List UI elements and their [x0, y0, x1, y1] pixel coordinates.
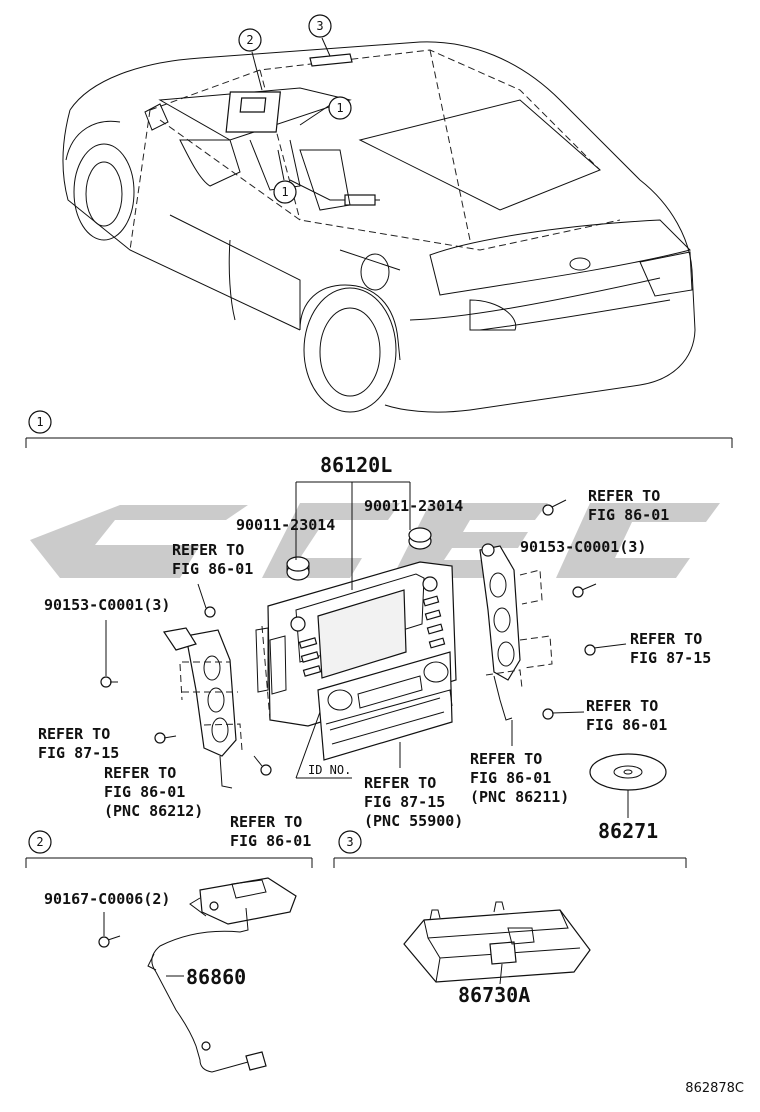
- head-unit-86120L[interactable]: [255, 561, 457, 761]
- screw-right[interactable]: [408, 527, 432, 550]
- bolt-right-8715[interactable]: [584, 643, 627, 656]
- refer-left-bottom-line3: (PNC 86212): [104, 802, 203, 820]
- disc-86271-label: 86271: [598, 819, 658, 843]
- car-callouts: 2 3 1 1: [238, 14, 352, 204]
- refer-right-mid-line1: REFER TO: [630, 630, 702, 648]
- callout-1-upper-label: 1: [336, 101, 343, 115]
- refer-left-top-line2: FIG 86-01: [172, 560, 253, 578]
- refer-right-top-line2: FIG 86-01: [588, 506, 669, 524]
- section-1-badge-label: 1: [36, 415, 43, 429]
- part-86860-label: 86860: [186, 965, 246, 989]
- section-3-badge-label: 3: [346, 835, 353, 849]
- bolt-left-8715[interactable]: [154, 732, 177, 744]
- refer-center-line2: FIG 87-15: [364, 793, 445, 811]
- bolt-left-bottom[interactable]: [253, 755, 272, 776]
- id-no-label: ID NO.: [308, 763, 351, 777]
- refer-bottom-small-line1: REFER TO: [230, 813, 302, 831]
- callout-3-label: 3: [316, 19, 323, 33]
- callout-2-label: 2: [246, 33, 253, 47]
- refer-right-mid-line2: FIG 87-15: [630, 649, 711, 667]
- section-3: 3 86730A: [333, 830, 687, 1007]
- bolt-left-c0001[interactable]: [100, 620, 118, 688]
- bolt-90167-label: 90167-C0006(2): [44, 890, 170, 908]
- part-86730A-label: 86730A: [458, 983, 530, 1007]
- bolt-right-8601[interactable]: [542, 708, 585, 720]
- refer-left-mid-line2: FIG 87-15: [38, 744, 119, 762]
- section-1-badge: [28, 410, 52, 434]
- bolt-top-right[interactable]: [542, 499, 567, 516]
- section-2: 2 90167-C0006(2) 86860: [25, 830, 313, 1073]
- refer-right-bottom-line1: REFER TO: [470, 750, 542, 768]
- refer-left-bottom-line1: REFER TO: [104, 764, 176, 782]
- refer-center-line3: (PNC 55900): [364, 812, 463, 830]
- screw-left-label: 90011-23014: [236, 516, 335, 534]
- refer-left-top-line1: REFER TO: [172, 541, 244, 559]
- bolt-left-label: 90153-C0001(3): [44, 596, 170, 614]
- refer-center-line1: REFER TO: [364, 774, 436, 792]
- part-86120L-label: 86120L: [320, 453, 392, 477]
- refer-bottom-small-line2: FIG 86-01: [230, 832, 311, 850]
- right-bracket[interactable]: [479, 543, 553, 721]
- section-1-labels: 86120L 90011-23014 90011-23014 REFER TO …: [38, 453, 711, 850]
- refer-right-top-line1: REFER TO: [588, 487, 660, 505]
- bolt-right-c0001[interactable]: [572, 583, 597, 598]
- left-bracket[interactable]: [162, 627, 243, 789]
- refer-right-bottom-line2: FIG 86-01: [470, 769, 551, 787]
- refer-left-mid-line1: REFER TO: [38, 725, 110, 743]
- bolt-left-top[interactable]: [197, 583, 216, 618]
- bolt-right-label: 90153-C0001(3): [520, 538, 646, 556]
- callout-1-lower[interactable]: [273, 180, 297, 204]
- bolts-section-1: [100, 499, 627, 776]
- disc-86271[interactable]: [589, 753, 667, 818]
- callout-3[interactable]: [308, 14, 332, 38]
- screw-left[interactable]: [286, 556, 310, 581]
- section-1: 1: [25, 410, 733, 448]
- callout-1-upper[interactable]: [328, 96, 352, 120]
- callout-2[interactable]: [238, 28, 262, 52]
- section-3-badge: [338, 830, 362, 854]
- leaders-section-1: [295, 481, 513, 779]
- refer-right-low-line1: REFER TO: [586, 697, 658, 715]
- bolt-90167[interactable]: [98, 912, 121, 948]
- refer-right-bottom-line3: (PNC 86211): [470, 788, 569, 806]
- section-2-badge: [28, 830, 52, 854]
- ceiling-unit-86730A[interactable]: [403, 901, 591, 985]
- refer-right-low-line2: FIG 86-01: [586, 716, 667, 734]
- screw-right-label: 90011-23014: [364, 497, 463, 515]
- callout-1-lower-label: 1: [281, 185, 288, 199]
- refer-left-bottom-line2: FIG 86-01: [104, 783, 185, 801]
- antenna-module-86860[interactable]: [147, 877, 297, 1073]
- section-2-badge-label: 2: [36, 835, 43, 849]
- car-illustration: [62, 37, 696, 413]
- figure-code: 862878C: [685, 1081, 744, 1096]
